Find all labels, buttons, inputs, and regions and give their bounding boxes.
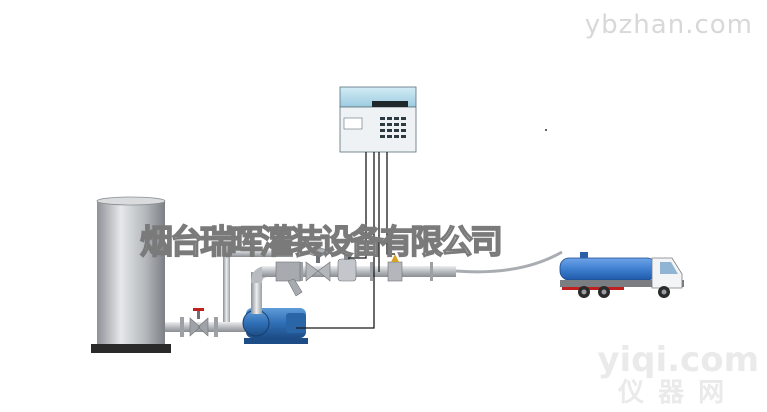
tanker-truck-icon xyxy=(559,252,684,298)
y-filter-icon xyxy=(275,261,303,297)
watermark-top-right: ybzhan.com xyxy=(584,10,753,40)
tank-base xyxy=(91,344,171,353)
signal-cables xyxy=(296,152,395,329)
return-pipe xyxy=(223,250,293,322)
control-valve-icon[interactable] xyxy=(305,247,331,282)
watermark-company-name: 烟台瑞晖灌装设备有限公司 xyxy=(139,221,503,261)
stray-dot xyxy=(545,129,547,131)
filling-hose xyxy=(455,250,563,274)
outlet-valve-icon[interactable] xyxy=(189,308,209,337)
storage-tank-icon xyxy=(91,196,171,353)
flow-meter-icon xyxy=(337,252,357,282)
printer-slot xyxy=(343,117,363,130)
check-valve-icon xyxy=(387,254,403,282)
display-screen xyxy=(372,101,408,107)
watermark-bottom-right: yiqi.com 仪器网 xyxy=(597,340,759,409)
main-pipe xyxy=(262,262,456,281)
controller-icon[interactable] xyxy=(339,86,417,153)
watermark-bottom-right-sub: 仪器网 xyxy=(618,378,739,408)
watermark-bottom-right-main: yiqi.com xyxy=(597,340,759,380)
keypad[interactable] xyxy=(380,117,406,138)
